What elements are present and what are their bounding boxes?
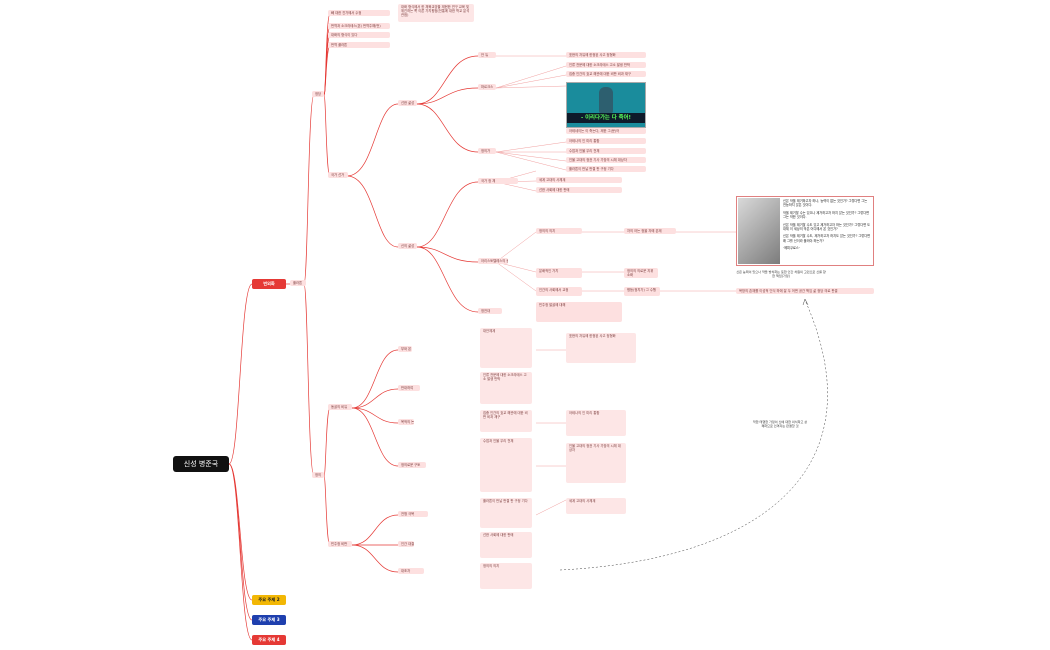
top-note: 대화 형식에서 한 체육교양을 재현한 연구 교육 및 위진하는 쪽 이론 가치… (398, 4, 474, 22)
node-level1-b[interactable]: 정당 (312, 91, 324, 98)
quote-p4: 신은 악을 제거할 수도, 제거하고자 하지도 않는 것인가? 그렇다면 왜 그… (783, 234, 871, 243)
node-l3-11[interactable]: 목적의 논의 (398, 419, 414, 426)
branch-3-label: 주요 주제 3 (258, 617, 280, 622)
branch-1[interactable]: 번외화 (252, 279, 286, 289)
text-10: 정의의 의지 (536, 228, 582, 235)
quote-author: -에피쿠로스- (783, 246, 800, 251)
branch-1-label: 번외화 (263, 281, 275, 286)
quote-caption: 신은 능력이 있으나 악을 방치하는 듯한 인간 차원의 고민으로 신를 향한 … (736, 270, 826, 278)
node-l3-10[interactable]: 반대하여 (398, 385, 420, 392)
text-4: 아테나의 인 미리 통합 (566, 138, 646, 145)
text-7: 플라톤이 만날 판결 판 구정 기다 (566, 166, 646, 173)
node-l3-9[interactable]: 부와 본 체험 너머 (398, 346, 412, 353)
node-l3-5[interactable]: 정의가 (478, 148, 496, 155)
philosopher-bust-image (738, 198, 780, 264)
node-level1-a[interactable]: 플라톤 (290, 280, 306, 287)
top-item-3[interactable]: 대화의 형식이 있다 (328, 32, 390, 39)
text-14: 인간의 사회에서 교정 (536, 287, 582, 296)
image-label: 아테네이는 이 죽는다, 제한 그(문)어 (566, 128, 646, 135)
top-item-4[interactable]: 번역 플라톤 (328, 42, 390, 49)
node-l3-6[interactable]: 국가 정 체 (478, 178, 518, 185)
node-l3-12[interactable]: 정의로운 구토 (398, 462, 426, 469)
long-text-3: 인류 전문에 대한 소크라테스 고소 발생 반박 (480, 372, 532, 404)
branch-3[interactable]: 주요 주제 3 (252, 615, 286, 625)
long-text-4: 집중 인간의 효교 해관에 대한 비판 비과 재구 (480, 410, 532, 432)
node-l3-1[interactable]: 선한 삶성 (398, 100, 417, 107)
node-l3-2[interactable]: 신의 삶성 (398, 243, 417, 250)
meme-image: - 이리다가는 다 죽어! (566, 82, 646, 128)
node-l3-3[interactable]: 안 듀 (478, 52, 496, 59)
text-8: 세계 고대의 사체계 (536, 177, 622, 184)
branch-2-label: 주요 주제 2 (258, 597, 280, 602)
long-text-10: 선한 사회에 대한 판매 (480, 532, 532, 558)
text-16: 민주정 발굴에 대해 (536, 302, 622, 322)
node-bl-2[interactable]: 인간 대결 과정 (398, 541, 414, 548)
image-caption: - 이리다가는 다 죽어! (567, 113, 645, 123)
dashed-caption: 악한 태행한 가정이 신에 대한 의식하고 상쾌하므로 인격자는 판결할 것 (752, 420, 808, 428)
quote-p1: 신은 악을 제거하고자 하나, 능력이 없는 것인가? 그렇다면 그는 전능하지… (783, 199, 868, 208)
text-13: 정의의 의로운 지위 소화 (624, 268, 658, 278)
text-12: 분배적인 가치 (536, 268, 582, 278)
text-9: 선한 사회에 대한 판매 (536, 187, 622, 194)
right-note: 욕망의 존재를 이성적 인식 하에 잘 두 어떤 공간 책임 삶 정당 의로 판… (736, 288, 874, 295)
quote-p3: 신은 악을 제거할 수도 있고 제거하고자 하는 것인가? 그렇다면 도대체 이… (783, 222, 871, 232)
branch-2[interactable]: 주요 주제 2 (252, 595, 286, 605)
top-item-1[interactable]: 빼 대한 진가에서 수정 (328, 10, 390, 17)
node-bl-1[interactable]: 전쟁 극복 (398, 511, 428, 518)
node-l3-8[interactable]: 정전대 (478, 308, 502, 315)
long-text-9: 세계 고대의 사체계 (566, 498, 626, 514)
quote-text: 신은 악을 제거하고자 하나, 능력이 없는 것인가? 그렇다면 그는 전능하지… (783, 199, 871, 254)
quote-p2: 악을 제거할 수는 있으나 제거하고자 하지 않는 것인가? 그렇다면 그는 악… (783, 210, 870, 220)
long-text-8: 플라톤이 만날 판결 판 구정 기다 (480, 498, 532, 528)
node-level2-c[interactable]: 민주정 비판 (328, 541, 352, 548)
branch-4-label: 주요 주제 4 (258, 637, 280, 642)
text-5: 수업과 인물 우리 천체 (566, 148, 646, 155)
text-6: 인물 고대의 정권 기사 가장의 시체 대상자 (566, 157, 646, 164)
text-15: 평등(정치가) 그 수행 (624, 287, 660, 296)
text-11: 자의 아는 정을 자에 존재 (624, 228, 676, 235)
text-2: 인류 전문에 대한 소크라테스 고소 발생 반박 (566, 62, 646, 69)
root-node[interactable]: 신성 병준국 (173, 456, 229, 472)
node-bl-3[interactable]: 대조자 (398, 568, 424, 575)
long-text-11: 정의의 의지 (480, 563, 532, 589)
long-text-5: 아테나의 인 미리 통합 (566, 410, 626, 436)
long-text-1: 대안체계 (480, 328, 532, 368)
figure-shape (599, 87, 613, 113)
long-text-6: 수업과 인물 우리 천체 (480, 438, 532, 492)
text-1: 표현의 자유에 한정된 사고 정형화 (566, 52, 646, 59)
long-text-7: 인물 고대의 정권 기사 가장의 시체 대상자 (566, 443, 626, 483)
node-l3-7[interactable]: 아리스토텔레스의 문학 (478, 258, 508, 265)
node-l3-4[interactable]: 마르크스 (478, 84, 496, 91)
long-text-2: 표현의 자유에 한정된 사고 정형화 (566, 333, 636, 363)
quote-card: 신은 악을 제거하고자 하나, 능력이 없는 것인가? 그렇다면 그는 전능하지… (736, 196, 874, 266)
image-caption-text: - 이리다가는 다 죽어! (580, 115, 631, 121)
node-level1-c[interactable]: 정의 (312, 472, 324, 479)
branch-4[interactable]: 주요 주제 4 (252, 635, 286, 645)
text-3: 집중 인간의 효교 해관에 대한 비판 비과 재구 (566, 71, 646, 78)
node-level2-a[interactable]: 국가 선거 (328, 172, 348, 179)
node-level2-b[interactable]: 동굴의 비유 (328, 404, 352, 411)
top-item-2[interactable]: 번역과 소크라테스(본) 번역주해(번) (328, 23, 390, 30)
